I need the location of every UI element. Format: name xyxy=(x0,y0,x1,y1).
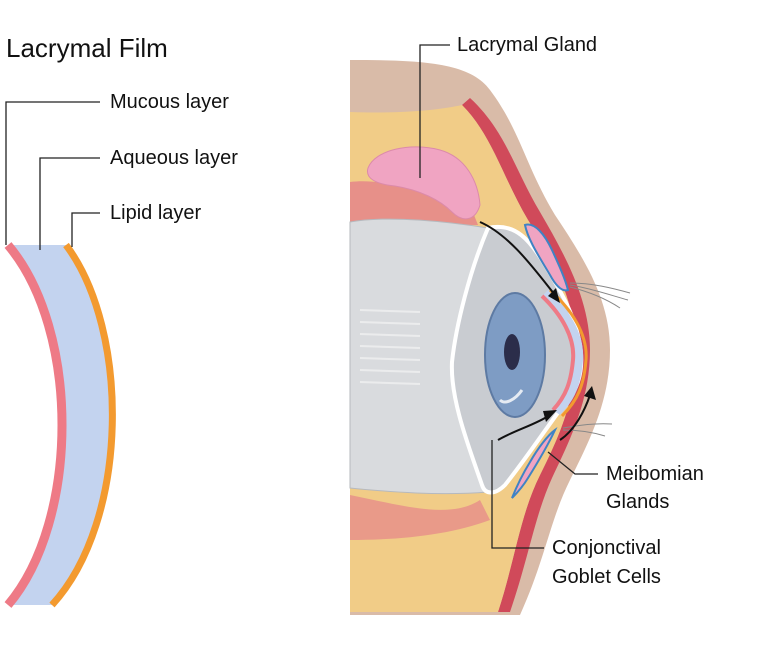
meibomian-glands-label-line1: Meibomian xyxy=(606,463,704,485)
aqueous-layer-leader xyxy=(39,157,100,250)
lacrymal-film-section xyxy=(4,101,116,608)
mucous-layer-band xyxy=(4,242,67,608)
upper-rectus-muscle xyxy=(350,181,478,225)
lipid-layer-leader xyxy=(71,212,100,247)
goblet-cells-leader xyxy=(491,440,544,549)
eyelashes xyxy=(562,282,631,437)
aqueous-layer-label: Aqueous layer xyxy=(110,147,238,169)
corneal-lipid-layer xyxy=(548,288,588,418)
tear-flow-arrow-lower-outer xyxy=(559,394,591,441)
pupil xyxy=(504,334,520,370)
eyeball-muscle-stripes xyxy=(359,309,421,385)
meibomian-glands-leader xyxy=(547,451,598,475)
lower-meibomian-gland xyxy=(511,426,558,499)
tear-flow-arrowhead-lower-inner xyxy=(543,410,557,422)
mucous-layer-leader xyxy=(5,101,100,245)
orbicularis-muscle xyxy=(462,98,590,612)
lipid-layer-band xyxy=(49,242,116,608)
lacrymal-film-title: Lacrymal Film xyxy=(6,33,168,63)
tear-flow-arrowhead-lower-outer xyxy=(584,386,596,400)
lipid-layer-label: Lipid layer xyxy=(110,202,202,224)
corneal-tear-film xyxy=(542,290,584,415)
mucous-layer-label: Mucous layer xyxy=(110,91,229,113)
lacrymal-gland xyxy=(366,146,481,220)
inferior-muscle xyxy=(350,495,490,540)
lacrymal-gland-label: Lacrymal Gland xyxy=(457,34,598,56)
upper-meibomian-gland xyxy=(523,223,570,292)
goblet-cells-label-line1: Conjonctival xyxy=(552,537,661,559)
tear-flow-arrowhead-upper xyxy=(548,288,560,303)
tear-flow-arrow-upper xyxy=(479,221,556,296)
eye-cross-section xyxy=(349,44,631,615)
corneal-mucous-layer xyxy=(540,294,576,412)
meibomian-glands-label-line2: Glands xyxy=(606,491,670,513)
iris-highlight xyxy=(498,389,524,404)
goblet-cells-label-line2: Goblet Cells xyxy=(552,566,661,588)
aqueous-layer-band xyxy=(8,245,113,605)
lacrymal-gland-leader xyxy=(419,44,450,178)
